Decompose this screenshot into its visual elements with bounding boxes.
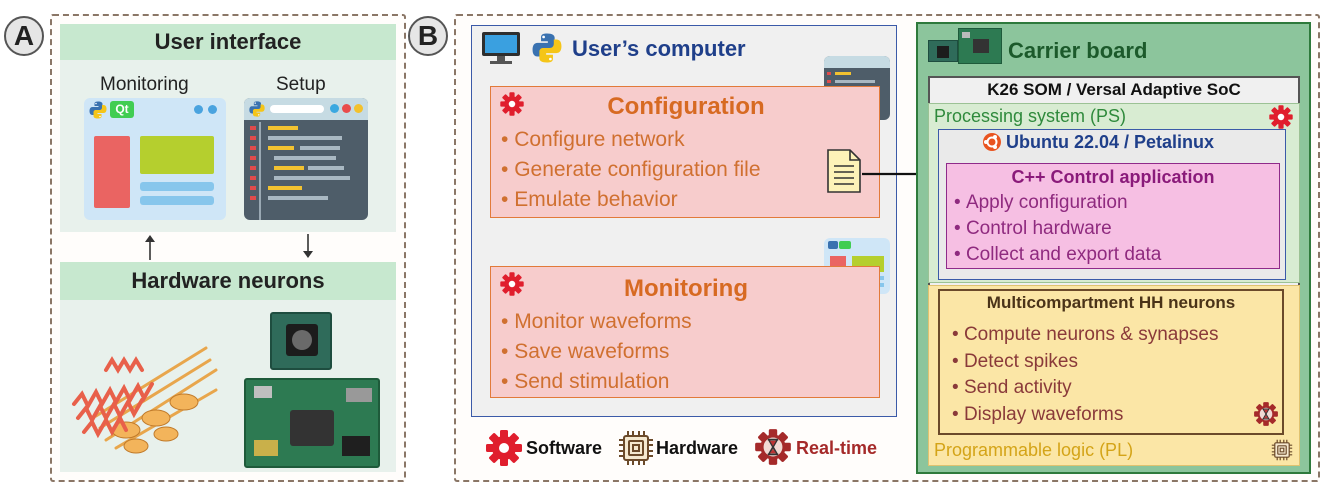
user-interface-title: User interface bbox=[60, 24, 396, 60]
setup-label: Setup bbox=[276, 74, 326, 95]
monitoring-item: Save waveforms bbox=[501, 337, 692, 367]
hh-neurons-item: Send activity bbox=[952, 375, 1218, 402]
configuration-item: Configure network bbox=[501, 125, 761, 155]
arrow-down bbox=[303, 234, 313, 258]
configuration-item: Generate configuration file bbox=[501, 155, 760, 185]
hh-neurons-list: Compute neurons & synapses Detect spikes… bbox=[952, 322, 1219, 429]
neurons-illustration bbox=[72, 346, 218, 454]
cpp-app-item: Apply configuration bbox=[954, 190, 1161, 216]
legend-software: Software bbox=[526, 438, 603, 458]
legend-hardware: Hardware bbox=[656, 438, 739, 458]
ubuntu-icon bbox=[983, 133, 1001, 151]
som-title: K26 SOM / Versal Adaptive SoC bbox=[987, 80, 1241, 99]
code-lines bbox=[250, 122, 350, 220]
chip-icon bbox=[616, 428, 656, 468]
monitoring-item: Monitor waveforms bbox=[501, 307, 691, 337]
gear-icon bbox=[484, 428, 524, 468]
document-icon bbox=[827, 149, 861, 193]
hardware-neurons-title: Hardware neurons bbox=[60, 262, 396, 300]
pl-label: Programmable logic (PL) bbox=[934, 440, 1134, 460]
configuration-list: Configure network Generate configuration… bbox=[501, 125, 761, 215]
carrier-board-thumbnail bbox=[928, 40, 958, 62]
monitor-icon bbox=[482, 32, 520, 64]
carrier-board-title: Carrier board bbox=[1008, 38, 1148, 63]
qt-badge: Qt bbox=[110, 101, 134, 118]
panel-a-letter: A bbox=[4, 16, 44, 56]
arrow-up bbox=[145, 235, 155, 260]
configuration-title: Configuration bbox=[607, 93, 765, 120]
som-board-illustration bbox=[270, 312, 332, 370]
python-icon bbox=[248, 100, 266, 118]
carrier-board-illustration bbox=[244, 378, 380, 468]
cpp-app-list: Apply configuration Control hardware Col… bbox=[954, 190, 1161, 268]
python-icon bbox=[530, 31, 564, 65]
hh-neurons-item: Detect spikes bbox=[952, 349, 1218, 376]
legend-realtime: Real-time bbox=[796, 438, 878, 458]
monitoring-window-illustration: Qt bbox=[84, 98, 226, 220]
chip-icon bbox=[1270, 438, 1294, 462]
hh-neurons-item: Display waveforms bbox=[952, 402, 1218, 429]
monitoring-box: Monitoring Monitor waveforms Save wavefo… bbox=[490, 266, 880, 398]
hh-neurons-item: Compute neurons & synapses bbox=[952, 322, 1219, 349]
carrier-board-thumbnail-2 bbox=[958, 28, 1002, 64]
hourglass-icon bbox=[1252, 400, 1280, 428]
users-computer-title: User’s computer bbox=[572, 36, 746, 61]
setup-window-illustration bbox=[244, 98, 368, 220]
ps-label: Processing system (PS) bbox=[934, 106, 1127, 126]
python-icon bbox=[88, 100, 108, 120]
os-label: Ubuntu 22.04 / Petalinux bbox=[1006, 132, 1215, 152]
monitoring-label: Monitoring bbox=[100, 74, 189, 95]
cpp-app-item: Control hardware bbox=[954, 216, 1161, 242]
panel-b-letter: B bbox=[408, 16, 448, 56]
cpp-app-title: C++ Control application bbox=[1011, 167, 1215, 187]
monitoring-item: Send stimulation bbox=[501, 367, 692, 397]
gear-icon bbox=[1268, 104, 1294, 130]
monitoring-title: Monitoring bbox=[624, 275, 748, 302]
hourglass-icon bbox=[752, 426, 794, 468]
configuration-box: Configuration Configure network Generate… bbox=[490, 86, 880, 218]
configuration-item: Emulate behavior bbox=[501, 185, 761, 215]
cpp-app-item: Collect and export data bbox=[954, 242, 1161, 268]
hh-neurons-title: Multicompartment HH neurons bbox=[986, 293, 1236, 312]
monitoring-list: Monitor waveforms Save waveforms Send st… bbox=[501, 307, 692, 397]
